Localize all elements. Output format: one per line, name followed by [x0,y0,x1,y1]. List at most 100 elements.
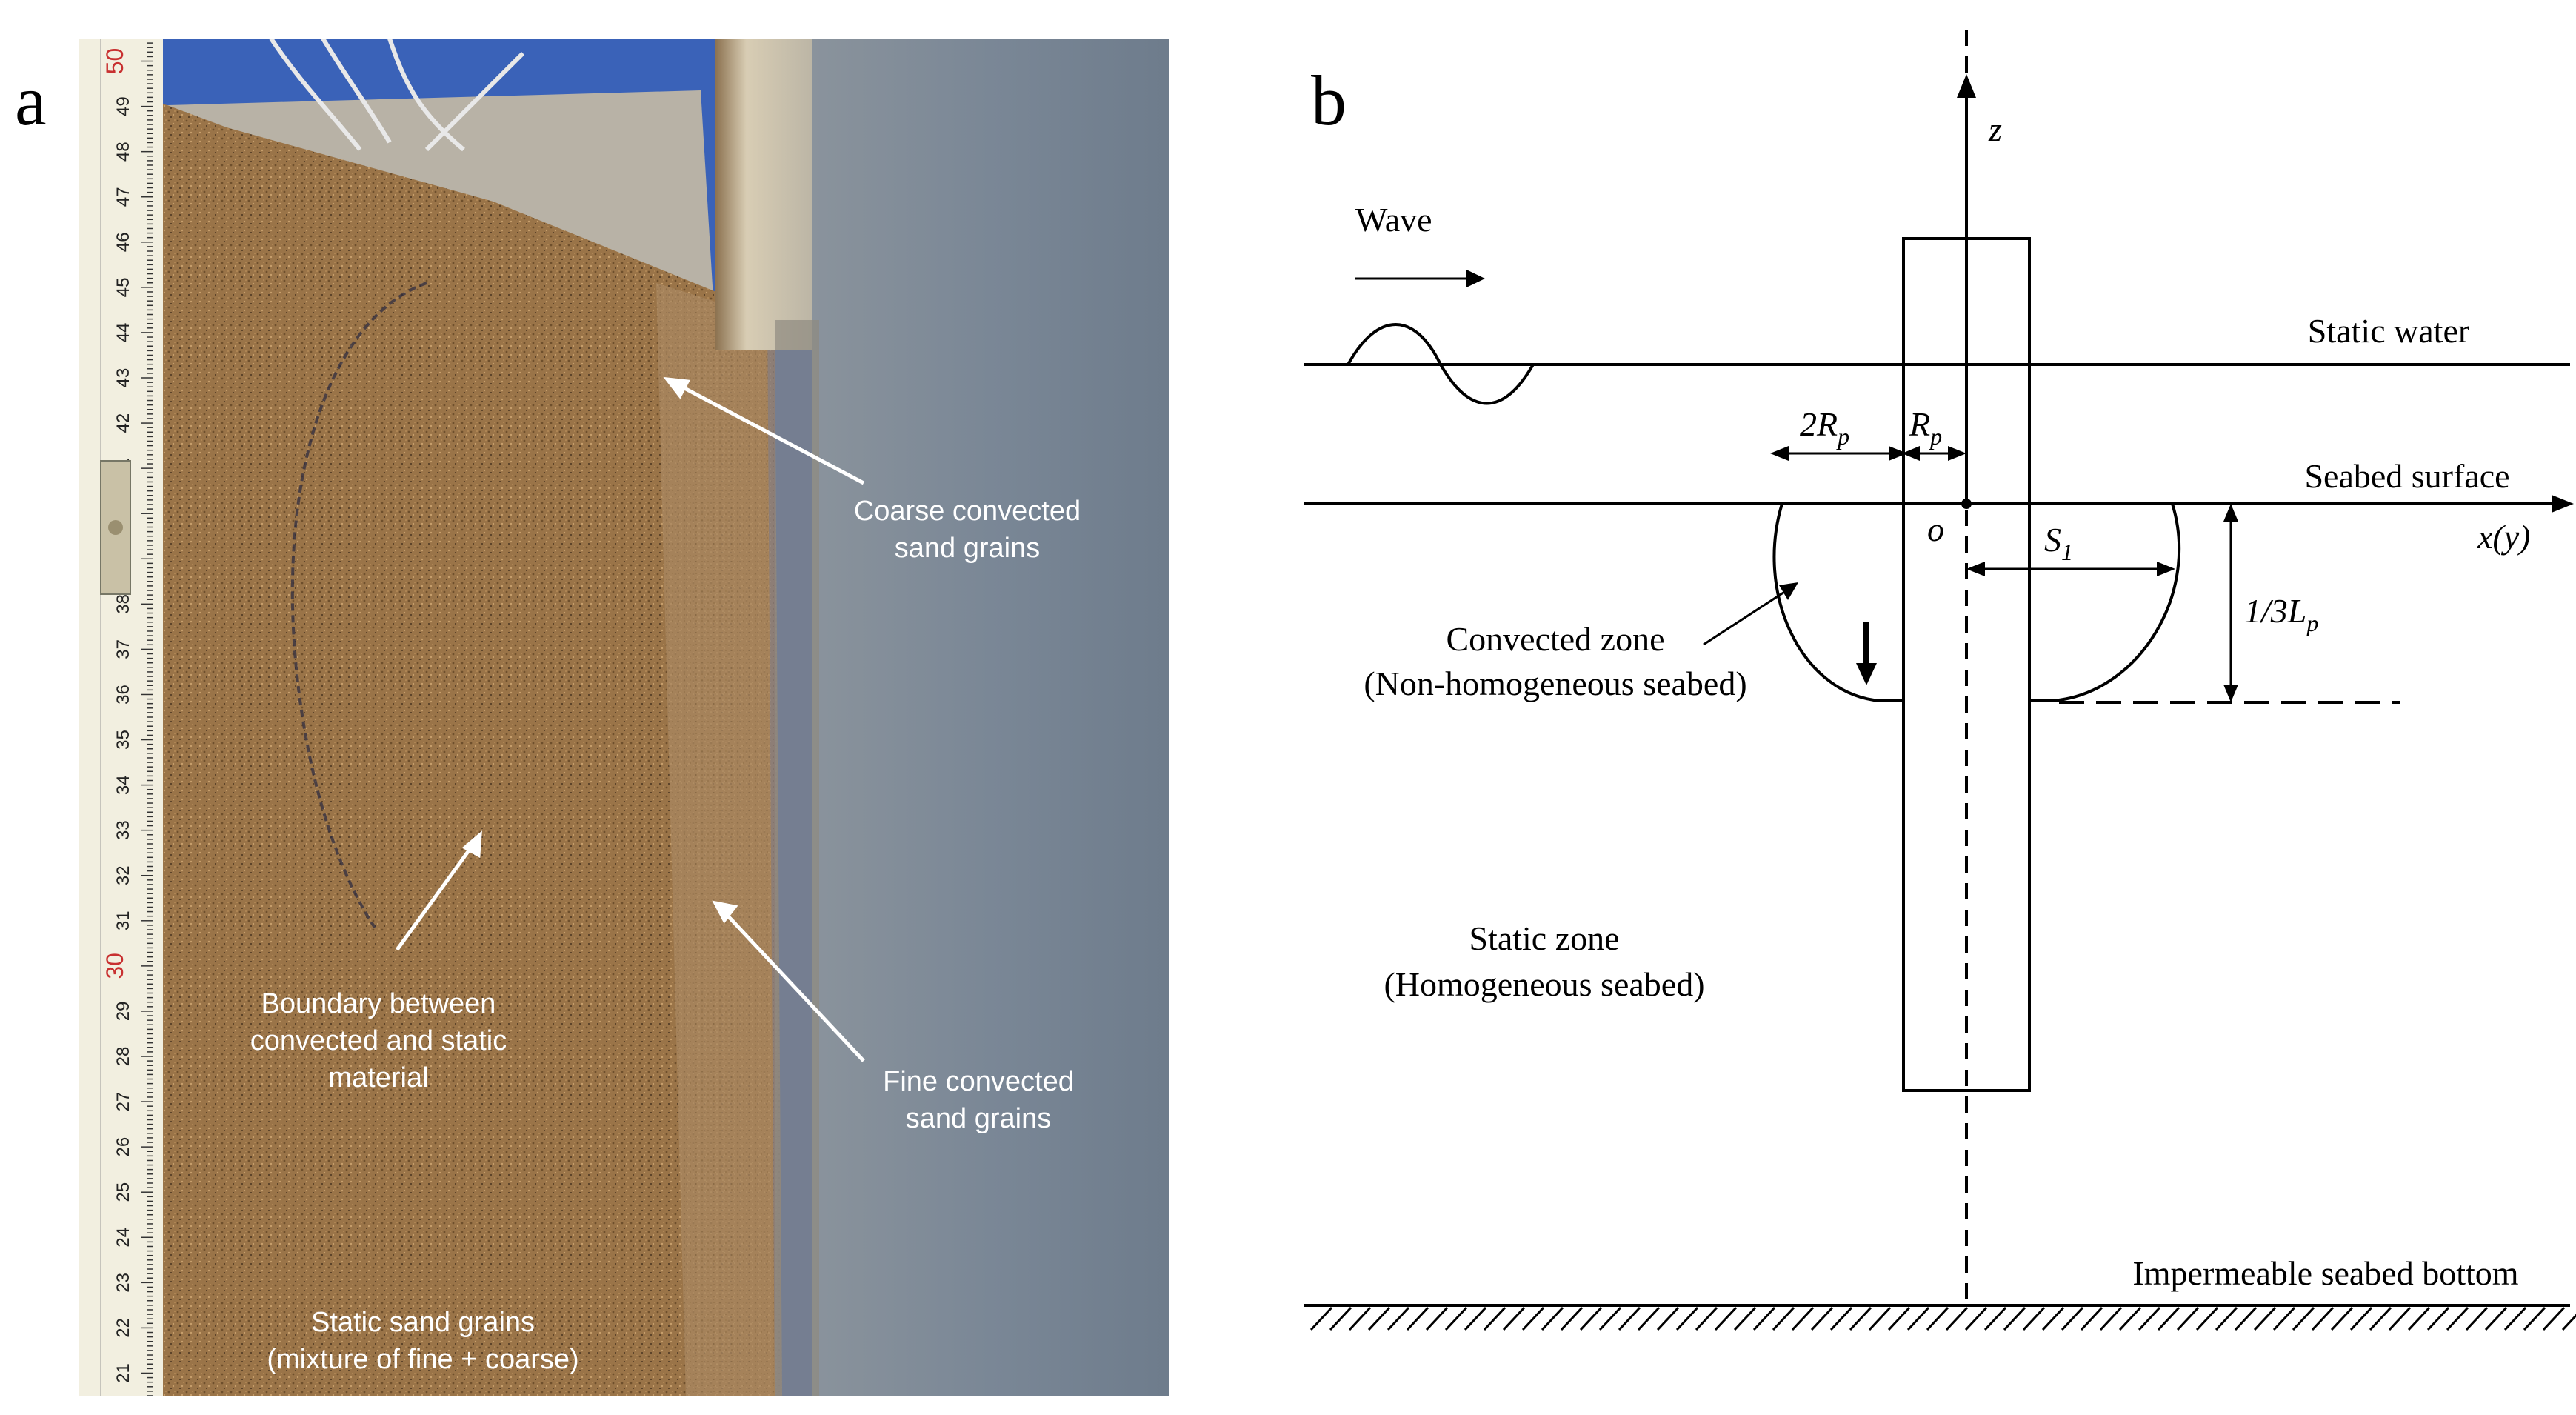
ruler-number: 49 [113,96,133,116]
hatch-mark [1772,1306,1795,1331]
ruler-number: 43 [113,368,133,388]
hatch-mark [1618,1306,1641,1331]
hatch-mark [1964,1306,1988,1331]
hatch-mark [1348,1306,1372,1331]
hatch-mark [2195,1306,2219,1331]
ruler-number: 29 [113,1002,133,1022]
hatch-mark [1926,1306,1949,1331]
panel-b-label: b [1311,61,1347,140]
wave-label: Wave [1355,201,1432,239]
hatch-mark [2022,1306,2046,1331]
static-zone-label-line2: (Homogeneous seabed) [1384,965,1704,1003]
pile-wall [812,39,1169,1396]
hatch-mark [1464,1306,1487,1331]
ruler-number: 31 [113,910,133,930]
fine-label-line2: sand grains [906,1103,1051,1134]
hatch-mark [2272,1306,2296,1331]
two-rp-label: 2Rp [1800,405,1849,450]
hatch-mark [2099,1306,2123,1331]
coarse-label-line2: sand grains [895,533,1040,564]
experiment-photo: 2122232425262728293031323334353637383940… [79,39,1169,1396]
hatch-mark [1733,1306,1757,1331]
ruler-number: 38 [113,594,133,614]
hatch-mark [1675,1306,1699,1331]
wave-curve [1347,323,1535,405]
hatch-mark [2311,1306,2335,1331]
ruler-number: 50 [101,48,128,75]
hatch-mark [2080,1306,2103,1331]
coarse-label-line1: Coarse convected [854,496,1081,527]
pile [1902,237,2031,1092]
hatch-mark [1309,1306,1333,1331]
depth-label: 1/3Lp [2244,592,2318,636]
hatch-mark [1560,1306,1584,1331]
hatch-mark [2292,1306,2315,1331]
hatch-mark [2407,1306,2431,1331]
hatch-mark [1502,1306,1526,1331]
hatch-mark [2388,1306,2412,1331]
hatch-mark [2061,1306,2084,1331]
fine-label-line1: Fine convected [883,1066,1074,1097]
convected-zone-right [2029,503,2181,702]
ruler-number: 25 [113,1182,133,1202]
schematic-diagram: Wave Static water Seabed surface z x(y) … [1281,30,2576,1400]
fine-arrow [720,908,865,1062]
hatch-mark [1752,1306,1776,1331]
convected-pointer [1703,585,1793,646]
ruler-number: 35 [113,730,133,750]
hatch-mark [1367,1306,1391,1331]
sand-body [79,83,775,1396]
hatch-mark [1541,1306,1564,1331]
convected-zone-left [1772,503,1903,702]
fine-sand-zone [656,283,782,1396]
static-zone-label-line1: Static zone [1469,919,1619,957]
seabed-bottom-label: Impermeable seabed bottom [2132,1254,2518,1292]
measuring-ruler: 2122232425262728293031323334353637383940… [79,39,163,1396]
hatch-mark [1579,1306,1603,1331]
hatch-mark [1598,1306,1622,1331]
static-water-label: Static water [2308,312,2469,350]
hatch-mark [2176,1306,2200,1331]
pile-edge [775,320,819,1396]
hatch-mark [1387,1306,1410,1331]
hatch-mark [1695,1306,1718,1331]
hatch-mark [1483,1306,1506,1331]
hatch-mark [1521,1306,1545,1331]
hatch-mark [2003,1306,2026,1331]
convected-zone-label-line2: (Non-homogeneous seabed) [1364,665,1746,702]
hatch-mark [1444,1306,1468,1331]
ruler-number: 33 [113,820,133,840]
ruler-number: 48 [113,142,133,162]
s1-label: S1 [2044,521,2073,565]
hatch-mark [2118,1306,2142,1331]
ruler-number: 46 [113,232,133,252]
boundary-arrow [395,841,477,951]
hatch-mark [1983,1306,2007,1331]
hatch-mark [2157,1306,2180,1331]
hatch-mark [1329,1306,1352,1331]
hatch-mark [1849,1306,1872,1331]
convected-zone-label-line1: Convected zone [1446,620,1664,658]
ruler-number: 22 [113,1318,133,1338]
boundary-label-line1: Boundary between [261,988,496,1019]
ruler-number: 42 [113,413,133,433]
hatch-mark [2561,1314,2576,1331]
hatch-mark [1425,1306,1449,1331]
ruler-number: 24 [113,1228,133,1248]
hatch-mark [1887,1306,1911,1331]
hatch-mark [1406,1306,1429,1331]
hatch-mark [2523,1306,2546,1331]
hatch-mark [2542,1306,2566,1331]
z-axis-label: z [1988,110,2002,148]
hatch-mark [2330,1306,2354,1331]
ruler-number: 26 [113,1137,133,1157]
hatch-mark [1945,1306,1969,1331]
hatch-mark [2253,1306,2277,1331]
hatch-mark [1714,1306,1738,1331]
boundary-label-line3: material [328,1062,428,1093]
static-label-line2: (mixture of fine + coarse) [267,1344,578,1375]
ruler-number: 27 [113,1092,133,1112]
hatch-mark [2234,1306,2258,1331]
boundary-label-line2: convected and static [250,1025,507,1056]
hatch-mark [2465,1306,2489,1331]
